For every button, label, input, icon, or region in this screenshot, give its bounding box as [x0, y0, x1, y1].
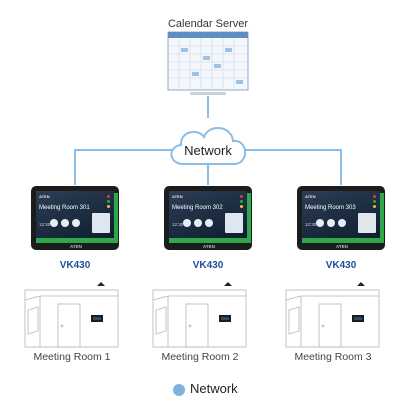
cloud-to-device-3-line	[239, 149, 342, 185]
calendar-server-icon	[167, 31, 249, 95]
cloud-to-device-1-line	[74, 149, 177, 185]
screen-room-title: Meeting Room 301	[39, 205, 90, 211]
screen-button-icon	[327, 219, 335, 227]
screen-room-title: Meeting Room 302	[172, 205, 223, 211]
screen-brand-logo: ATEN	[39, 194, 50, 199]
network-cloud-label: Network	[184, 143, 232, 158]
screen-button-icon	[205, 219, 213, 227]
screen-schedule-panel	[358, 213, 376, 233]
screen-time: 12:30	[172, 222, 184, 227]
room-label-2: Meeting Room 2	[161, 351, 239, 363]
screen-status-dots	[240, 195, 244, 211]
device-model-label-3: VK430	[325, 260, 357, 271]
screen-status-bar	[169, 238, 247, 243]
calendar-server-label: Calendar Server	[167, 18, 249, 30]
legend-network-label: Network	[190, 381, 238, 396]
screen-status-bar	[36, 238, 114, 243]
screen-button-icon	[194, 219, 202, 227]
bezel-logo: ATEN	[203, 244, 215, 249]
room-illustration-3	[285, 282, 380, 348]
screen-button-icon	[61, 219, 69, 227]
screen-button-icon	[50, 219, 58, 227]
screen-brand-logo: ATEN	[305, 194, 316, 199]
screen-button-icon	[72, 219, 80, 227]
screen-button-icon	[316, 219, 324, 227]
vk430-tablet-1: ATEN Meeting Room 301 12:30 ATEN	[30, 185, 120, 253]
network-lines	[74, 96, 342, 185]
device-model-label-1: VK430	[59, 260, 91, 271]
cloud-icon	[170, 127, 246, 165]
screen-schedule-panel	[225, 213, 243, 233]
screen-status-bar	[302, 238, 380, 243]
vk430-tablet-2: ATEN Meeting Room 302 12:30 ATEN	[163, 185, 253, 253]
screen-brand-logo: ATEN	[172, 194, 183, 199]
screen-schedule-panel	[92, 213, 110, 233]
room-illustration-1	[24, 282, 119, 348]
screen-room-title: Meeting Room 303	[305, 205, 356, 211]
device-model-label-2: VK430	[192, 260, 224, 271]
screen-button-icon	[338, 219, 346, 227]
vk430-tablet-3: ATEN Meeting Room 303 12:30 ATEN	[296, 185, 386, 253]
tablet-screen: ATEN Meeting Room 303 12:30	[302, 191, 380, 243]
tablet-screen: ATEN Meeting Room 302 12:30	[169, 191, 247, 243]
bezel-logo: ATEN	[336, 244, 348, 249]
room-label-1: Meeting Room 1	[33, 351, 111, 363]
screen-status-dots	[107, 195, 111, 211]
screen-status-dots	[373, 195, 377, 211]
room-label-3: Meeting Room 3	[294, 351, 372, 363]
room-illustration-2	[152, 282, 247, 348]
tablet-screen: ATEN Meeting Room 301 12:30	[36, 191, 114, 243]
screen-time: 12:30	[305, 222, 317, 227]
screen-button-icon	[183, 219, 191, 227]
legend-network-dot	[173, 384, 185, 396]
bezel-logo: ATEN	[70, 244, 82, 249]
screen-time: 12:30	[39, 222, 51, 227]
